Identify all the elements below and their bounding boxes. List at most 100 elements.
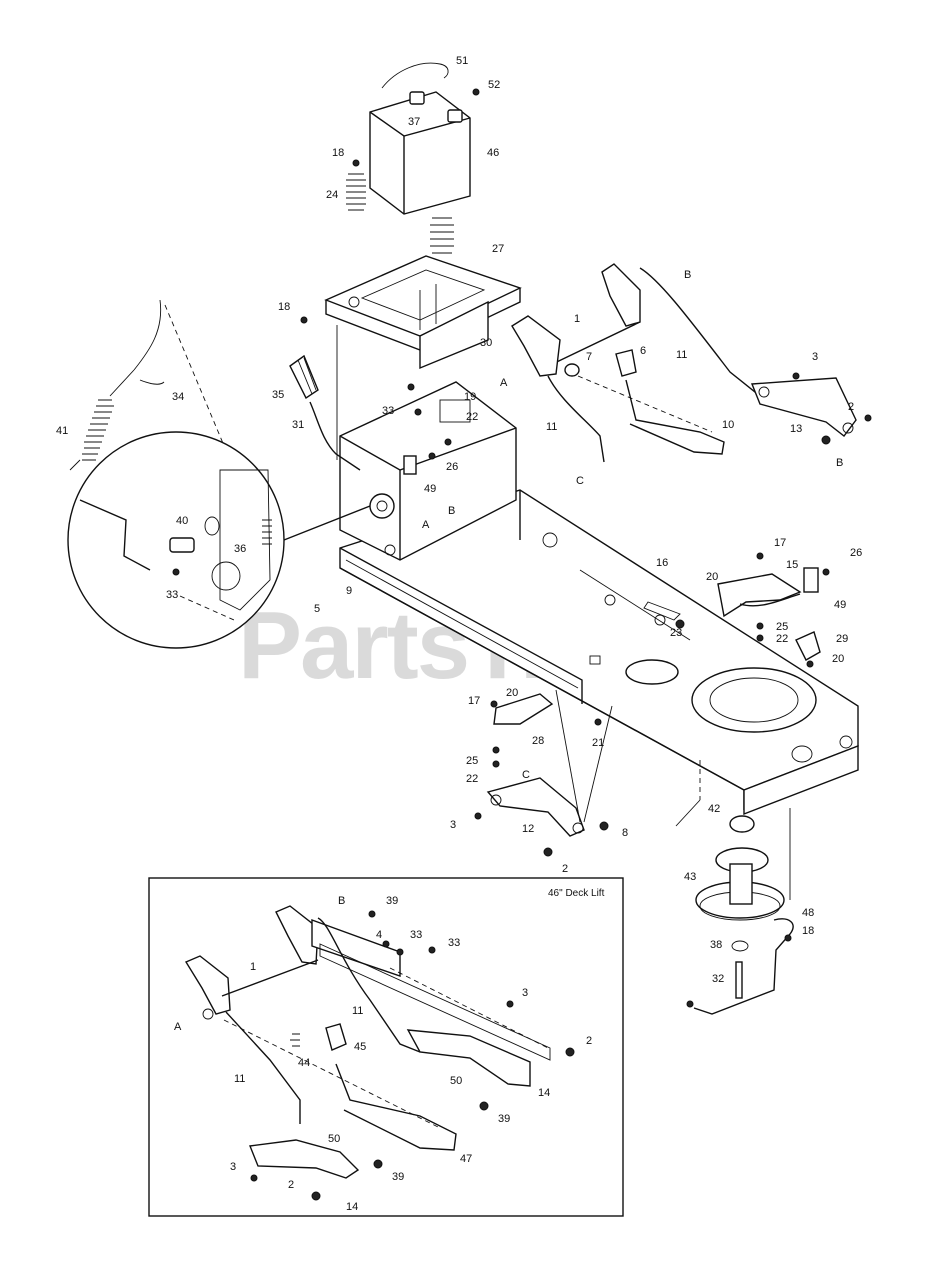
choke-cable-41 xyxy=(69,299,231,471)
knob-6 xyxy=(615,349,637,377)
callout-3-b: 3 xyxy=(450,819,456,831)
spring-24 xyxy=(346,173,366,211)
callout-28: 28 xyxy=(532,735,544,747)
bushing-42 xyxy=(729,815,755,833)
callouts-inset: 39 B 4 33 33 1 11 3 A 2 44 45 11 50 14 3… xyxy=(174,895,592,1213)
callout-11: 11 xyxy=(676,349,687,361)
pulley-assembly xyxy=(686,815,794,1015)
callout-40: 40 xyxy=(176,515,188,527)
lift-link-11-upper xyxy=(639,267,775,405)
callout-9: 9 xyxy=(346,585,352,597)
callout-37: 37 xyxy=(408,116,420,128)
lift-shaft-assembly xyxy=(511,263,872,463)
spring-36 xyxy=(262,519,272,545)
lift-bracket-12 xyxy=(486,777,585,837)
inset-callout-b: B xyxy=(338,895,345,907)
bracket-29 xyxy=(795,631,821,661)
inset-callout-1: 1 xyxy=(250,961,256,973)
callout-17-b: 17 xyxy=(468,695,480,707)
callout-a-2: A xyxy=(500,377,508,389)
callout-3: 3 xyxy=(812,351,818,363)
callout-20-c: 20 xyxy=(506,687,518,699)
inset-callout-11: 11 xyxy=(352,1005,363,1017)
bolt-18-top xyxy=(352,159,360,167)
lift-link-11-lower xyxy=(547,375,605,463)
callout-13: 13 xyxy=(790,423,802,435)
callout-49: 49 xyxy=(424,483,436,495)
lift-lever-b xyxy=(601,263,641,327)
callout-22-c: 22 xyxy=(466,773,478,785)
callout-30: 30 xyxy=(480,337,492,349)
callout-51: 51 xyxy=(456,55,468,67)
detail-circle xyxy=(67,431,371,649)
inset-callout-39-c: 39 xyxy=(392,1171,404,1183)
callout-25-b: 25 xyxy=(466,755,478,767)
inset-callout-50: 50 xyxy=(450,1075,462,1087)
callout-32: 32 xyxy=(712,973,724,985)
bracket-28 xyxy=(493,693,554,725)
callout-a: A xyxy=(422,519,430,531)
inset-callout-44: 44 xyxy=(298,1057,310,1069)
inset-callout-2: 2 xyxy=(586,1035,592,1047)
inset-callout-3-b: 3 xyxy=(230,1161,236,1173)
callout-29: 29 xyxy=(836,633,848,645)
switch-49-dash xyxy=(403,455,417,475)
callout-36: 36 xyxy=(234,543,246,555)
callout-15: 15 xyxy=(786,559,798,571)
switch-49-right xyxy=(803,567,819,593)
callout-33-b: 33 xyxy=(166,589,178,601)
callout-b-3: B xyxy=(836,457,843,469)
inset-callout-14-b: 14 xyxy=(346,1201,358,1213)
callouts-main: 51 52 37 46 18 24 27 18 30 34 41 35 19 3… xyxy=(56,55,862,985)
callout-23: 23 xyxy=(670,627,682,639)
callout-b: B xyxy=(448,505,455,517)
inset-title: 46" Deck Lift xyxy=(548,888,605,899)
chassis-frame-16 xyxy=(339,489,859,900)
battery-terminal-left xyxy=(409,91,425,105)
inset-46-deck-lift: 46" Deck Lift xyxy=(148,877,624,1217)
callout-31: 31 xyxy=(292,419,304,431)
inset-callout-39-b: 39 xyxy=(498,1113,510,1125)
callout-b-2: B xyxy=(684,269,691,281)
battery-terminal-right xyxy=(447,109,463,123)
battery-assembly xyxy=(346,62,480,254)
inset-callout-50-b: 50 xyxy=(328,1133,340,1145)
callout-43: 43 xyxy=(684,871,696,883)
callout-8: 8 xyxy=(622,827,628,839)
callout-48: 48 xyxy=(802,907,814,919)
callout-18-c: 18 xyxy=(802,925,814,937)
callout-46: 46 xyxy=(487,147,499,159)
callout-41: 41 xyxy=(56,425,68,437)
callout-25: 25 xyxy=(776,621,788,633)
callout-26: 26 xyxy=(446,461,458,473)
callout-18-b: 18 xyxy=(278,301,290,313)
ignition-switch xyxy=(369,493,395,519)
throttle-assembly xyxy=(289,354,361,471)
callout-22: 22 xyxy=(466,411,478,423)
callout-19: 19 xyxy=(464,391,476,403)
callout-16: 16 xyxy=(656,557,668,569)
callout-22-b: 22 xyxy=(776,633,788,645)
callout-10: 10 xyxy=(722,419,734,431)
dash-panel xyxy=(339,381,517,561)
inset-callout-11-b: 11 xyxy=(234,1073,245,1085)
callout-27: 27 xyxy=(492,243,504,255)
inset-callout-a: A xyxy=(174,1021,182,1033)
inset-callout-3: 3 xyxy=(522,987,528,999)
callout-6: 6 xyxy=(640,345,646,357)
spring-battery xyxy=(430,217,454,254)
callout-c: C xyxy=(576,475,584,487)
callout-2-b: 2 xyxy=(562,863,568,875)
callout-33: 33 xyxy=(382,405,394,417)
inset-callout-45: 45 xyxy=(354,1041,366,1053)
callout-2: 2 xyxy=(848,401,854,413)
callout-12: 12 xyxy=(522,823,534,835)
inset-callout-47: 47 xyxy=(460,1153,472,1165)
inset-callout-33-b: 33 xyxy=(448,937,460,949)
callout-21: 21 xyxy=(592,737,604,749)
callout-1: 1 xyxy=(574,313,580,325)
inset-callout-2-b: 2 xyxy=(288,1179,294,1191)
battery-tray-27 xyxy=(300,255,522,460)
battery-support-30 xyxy=(419,300,489,370)
